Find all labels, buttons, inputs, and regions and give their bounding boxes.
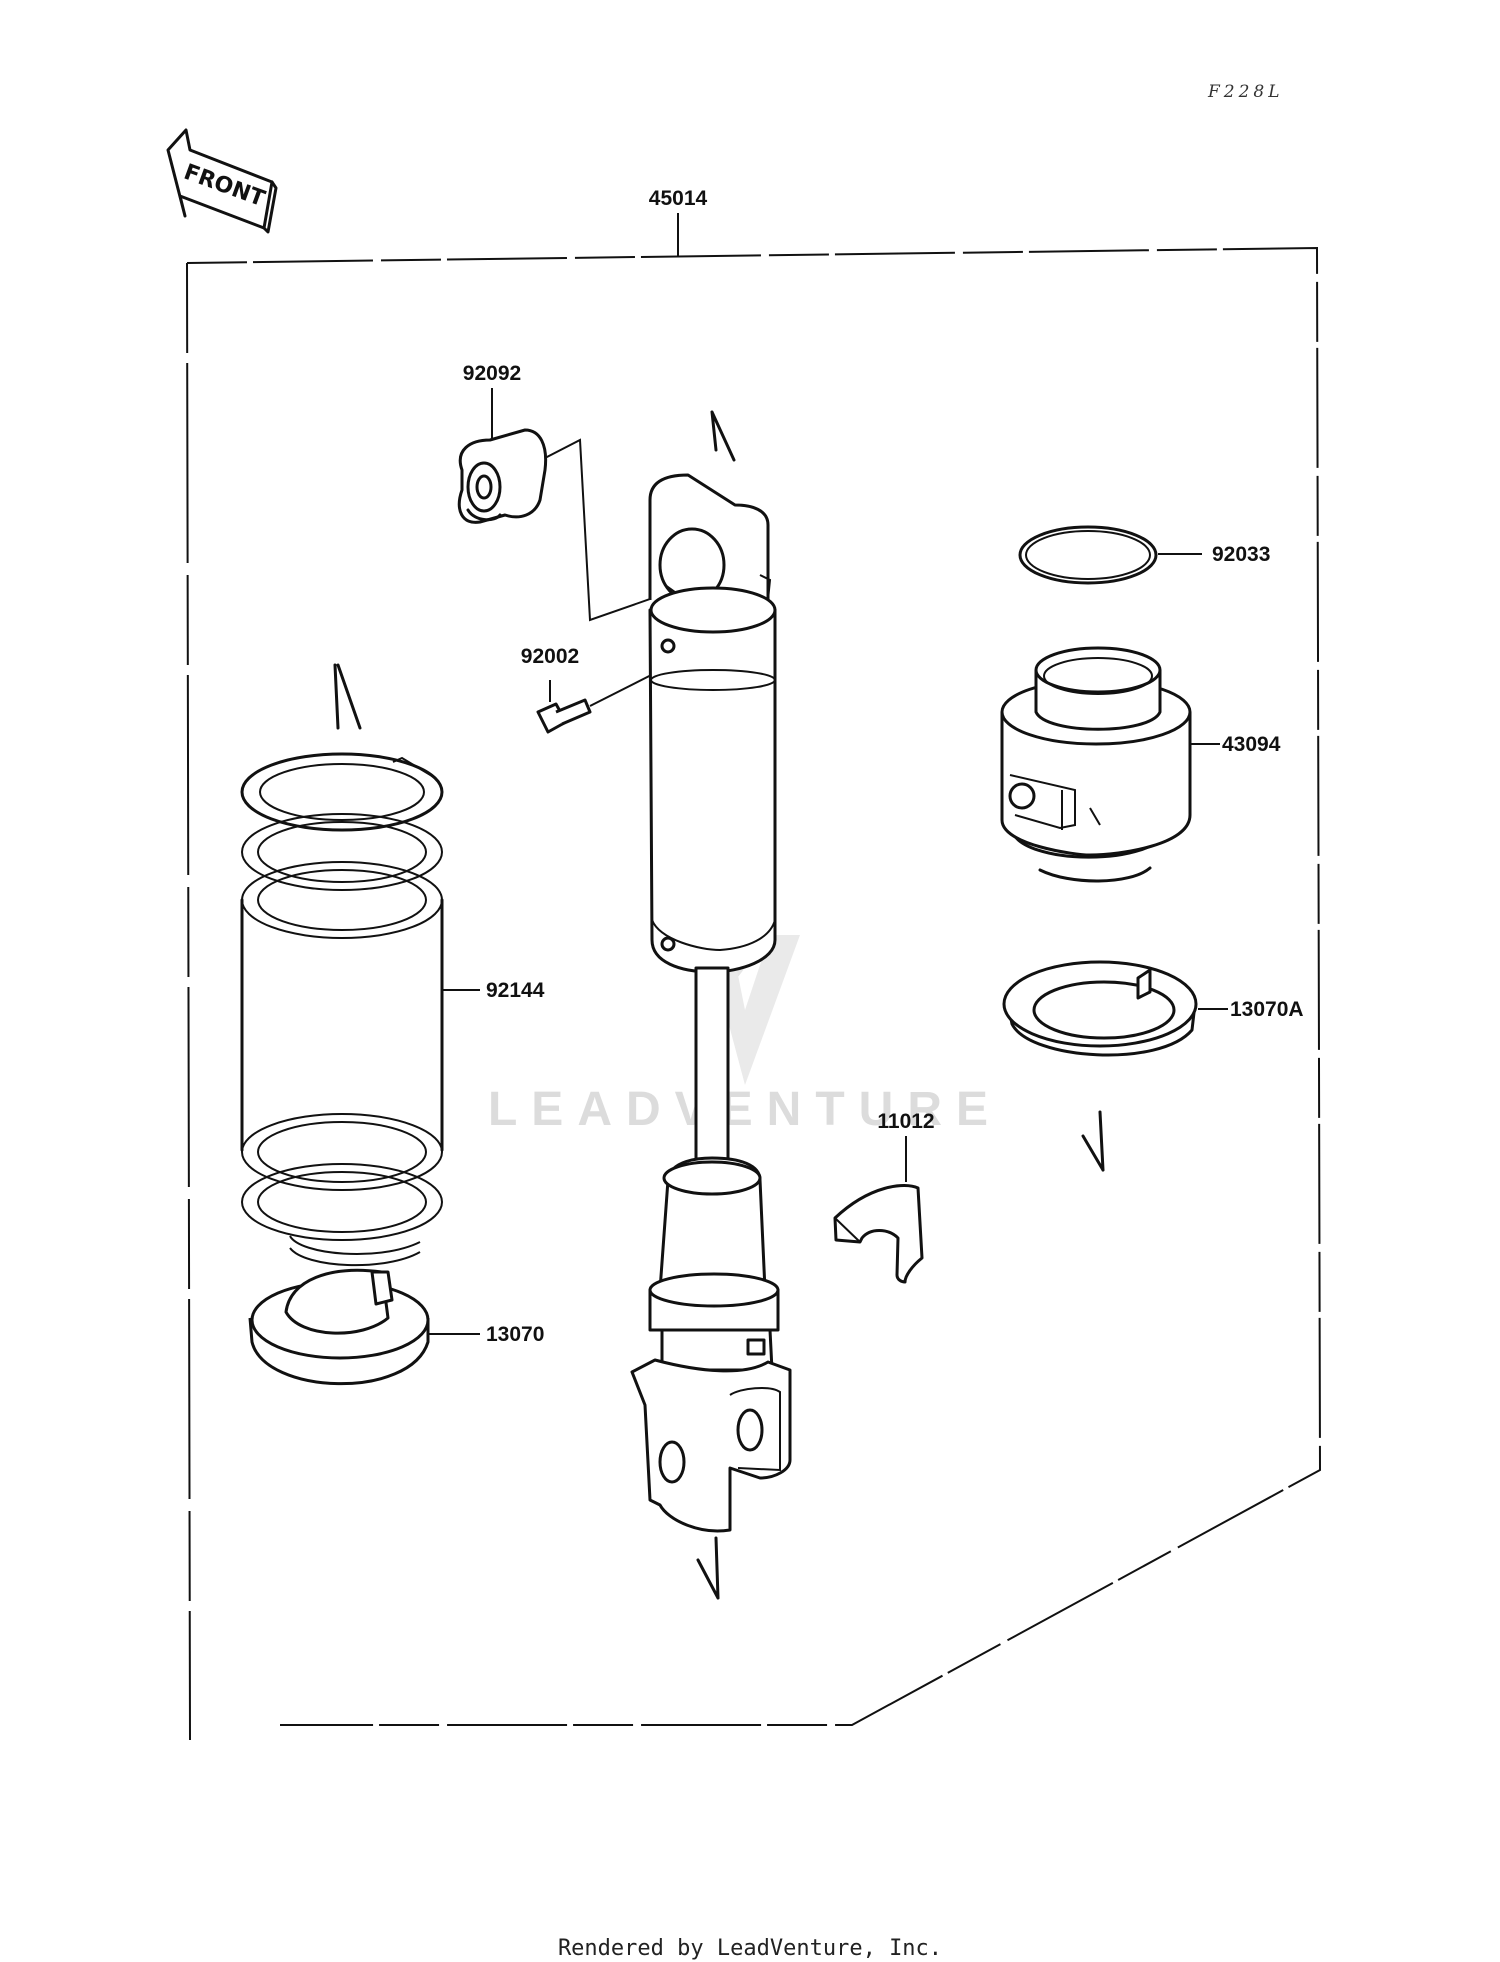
adjuster-collar-43094: [1000, 646, 1192, 883]
label-11012: 11012: [877, 1110, 934, 1133]
bushing-92092: [457, 428, 548, 524]
guide-mark-spring-top: [333, 663, 362, 730]
label-43094: 43094: [1222, 733, 1281, 756]
footer-credit: Rendered by LeadVenture, Inc.: [557, 1936, 943, 1961]
coil-spring-92144: [240, 752, 444, 1267]
assembly-outline: 45014: [186, 187, 1322, 1741]
label-13070: 13070: [486, 1323, 544, 1346]
label-92144: 92144: [486, 979, 545, 1002]
shock-absorber-body: [630, 473, 792, 1533]
label-13070A: 13070A: [1230, 998, 1304, 1021]
spring-seat-13070: [248, 1268, 430, 1386]
guide-mark-collar-bottom: [1081, 1110, 1105, 1172]
label-92002: 92002: [521, 645, 579, 668]
snap-ring-92033: [1018, 525, 1158, 585]
label-45014: 45014: [649, 187, 708, 210]
label-92033: 92033: [1212, 543, 1270, 566]
front-arrow-icon: FRONT: [166, 128, 278, 234]
label-92092: 92092: [463, 362, 521, 385]
guide-mark-shock-top: [710, 410, 736, 462]
retaining-clip-11012: [833, 1184, 924, 1284]
watermark-text: LEADVENTURE: [488, 1083, 1002, 1136]
guide-mark-shock-bottom: [696, 1536, 720, 1600]
spring-seat-13070A: [1002, 960, 1198, 1057]
drawing-code: F228L: [1208, 82, 1284, 102]
bolt-92002: [536, 667, 666, 734]
